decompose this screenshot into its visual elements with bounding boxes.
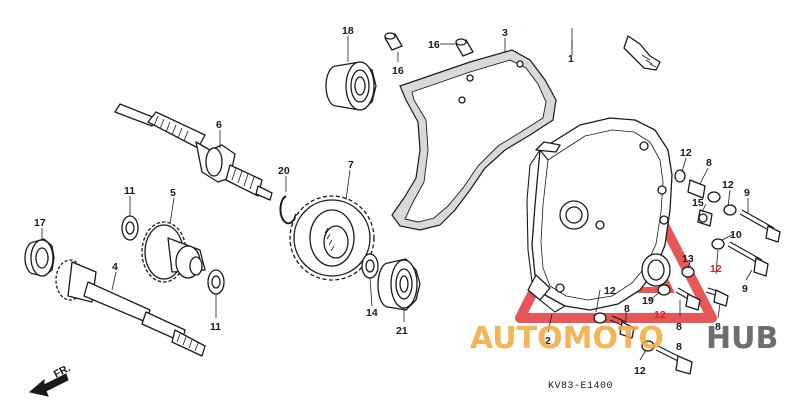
callout-12-c: 12: [710, 263, 722, 275]
callout-8-d: 8: [715, 321, 721, 333]
callout-12-e: 12: [654, 309, 666, 321]
callout-8-b: 8: [624, 303, 630, 315]
callout-8-e: 8: [676, 341, 682, 353]
part-18-bearing: [325, 61, 377, 111]
callout-1: 1: [568, 53, 574, 65]
callout-14: 14: [366, 307, 378, 319]
part-7-driven-gear: [289, 195, 375, 281]
callout-9-b: 9: [742, 283, 748, 295]
callout-12-b: 12: [722, 179, 734, 191]
callout-12-a: 12: [680, 147, 692, 159]
callout-10: 10: [730, 229, 742, 241]
part-3-gasket: [391, 49, 557, 231]
callout-21: 21: [396, 325, 408, 337]
part-17-bearing: [24, 238, 55, 277]
callout-2: 2: [545, 335, 551, 347]
callout-12-f: 12: [634, 365, 646, 377]
watermark-text: AUTOMOTO HUB: [470, 321, 778, 356]
callout-8-a: 8: [706, 157, 712, 169]
callout-4: 4: [112, 261, 118, 273]
part-11-washers: [121, 215, 225, 295]
callout-labels: 1 2 3 4 5 6 7 8 8 8 8 8 9 9 10 11 11 12 …: [34, 25, 750, 377]
part-16-dowel-pins: [384, 32, 474, 57]
part-1-breather-tube: [527, 17, 661, 71]
part-4-countershaft: [55, 259, 206, 357]
fasteners-group: [593, 169, 781, 375]
watermark-hub: HUB: [706, 321, 778, 356]
callout-11-a: 11: [124, 185, 135, 197]
part-5-gear: [141, 221, 206, 283]
callout-16-b: 16: [392, 65, 404, 77]
front-direction-indicator: FR.: [28, 362, 73, 397]
leader-lines: [41, 36, 753, 361]
callout-6: 6: [216, 119, 222, 131]
callout-7: 7: [348, 159, 354, 171]
callout-5: 5: [170, 187, 176, 199]
callout-11-b: 11: [210, 321, 221, 333]
callout-13: 13: [682, 253, 694, 265]
front-direction-label: FR.: [52, 362, 73, 381]
callout-17: 17: [34, 217, 46, 229]
part-21-bearing: [377, 258, 421, 311]
callout-12-d: 12: [604, 285, 616, 297]
callout-19: 19: [642, 295, 654, 307]
part-14-washer: [361, 253, 379, 279]
callout-18: 18: [342, 25, 354, 37]
part-2-transmission-cover: [526, 117, 673, 313]
callout-3: 3: [502, 27, 508, 39]
diagram-code: KV83-E1400: [548, 381, 613, 392]
callout-8-c: 8: [676, 321, 682, 333]
callout-15: 15: [692, 197, 704, 209]
callout-20: 20: [278, 165, 290, 177]
part-20-circlip: [279, 195, 297, 225]
callout-9-a: 9: [744, 187, 750, 199]
callout-16-a: 16: [428, 39, 440, 51]
watermark-automoto: AUTOMOTO: [470, 321, 664, 356]
part-6-drive-shaft: [114, 103, 273, 201]
